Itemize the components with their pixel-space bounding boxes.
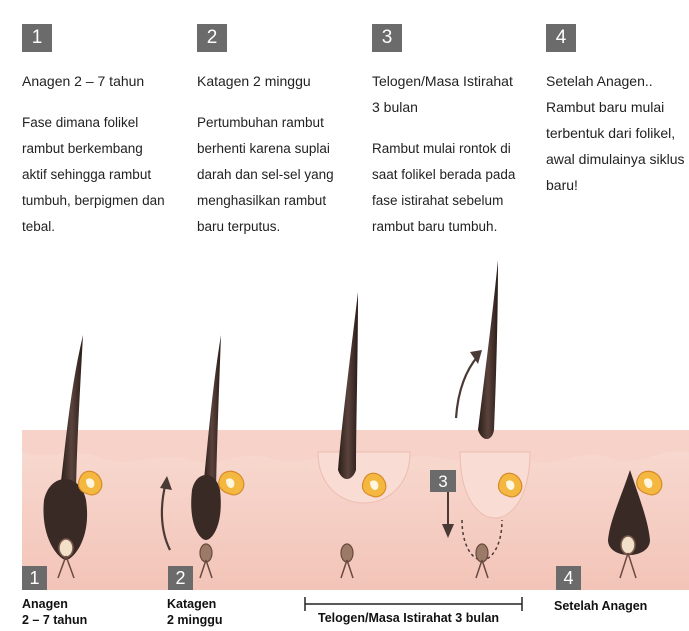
stage-1-description: Fase dimana folikel rambut berkembang ak…	[22, 115, 165, 234]
stage-2-title: Katagen 2 minggu	[197, 73, 311, 89]
katagen-hair	[191, 335, 221, 579]
diagram-badge-4: 4	[556, 566, 581, 590]
new-anagen-hair	[608, 470, 650, 579]
sebaceous-gland-4	[497, 472, 523, 498]
stage-2-description: Pertumbuhan rambut berhenti karena supla…	[197, 115, 334, 234]
stage-4-title: Setelah Anagen.. Rambut baru mulai terbe…	[546, 73, 685, 193]
stage-4-badge: 4	[546, 24, 576, 52]
diagram-label-setelah-anagen: Setelah Anagen	[554, 599, 648, 613]
upward-arrow-2	[160, 476, 172, 551]
sebaceous-gland-3	[361, 472, 387, 498]
stage-2-badge: 2	[197, 24, 227, 52]
diagram-badge-3-bg	[430, 470, 456, 492]
stage-3-description: Rambut mulai rontok di saat folikel bera…	[372, 141, 516, 234]
anagen-hair	[43, 335, 88, 579]
diagram-badge-1: 1	[22, 566, 47, 590]
stage-1-title: Anagen 2 – 7 tahun	[22, 73, 145, 89]
shedding-hair	[454, 260, 498, 439]
diagram-label-telogen: Telogen/Masa Istirahat 3 bulan	[318, 611, 500, 625]
telogen-span-bracket	[304, 597, 523, 611]
diagram-badge-2: 2	[168, 566, 193, 590]
new-follicle-3	[442, 492, 503, 579]
stage-3-badge: 3	[372, 24, 402, 52]
stage-3-title: Telogen/Masa Istirahat 3 bulan	[372, 73, 513, 115]
stage-1-badge: 1	[22, 24, 52, 52]
sebaceous-gland-5	[636, 470, 663, 496]
telogen-hair	[338, 292, 358, 579]
sebaceous-gland-1	[77, 470, 103, 496]
diagram-label-katagen: Katagen 2 minggu	[167, 597, 223, 627]
sebaceous-gland-2	[218, 470, 245, 496]
diagram-badge-3: 3	[438, 472, 447, 491]
diagram-label-anagen: Anagen 2 – 7 tahun	[22, 597, 88, 627]
